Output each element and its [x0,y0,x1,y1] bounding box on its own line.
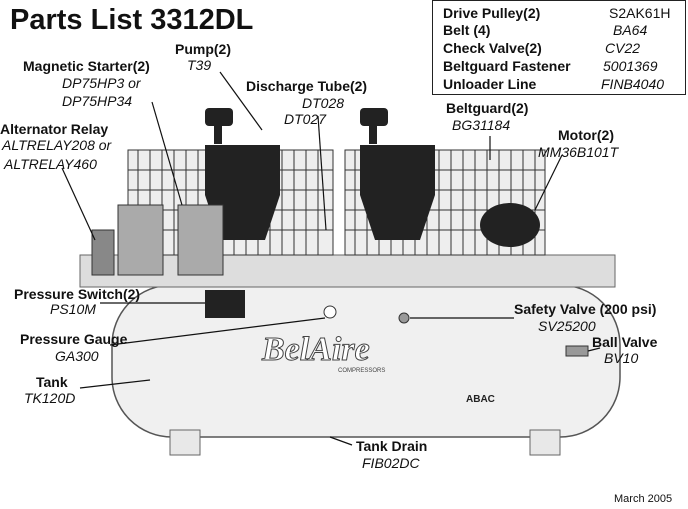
tank-part: TK120D [24,390,76,406]
motor-part: MM36B101T [538,144,619,160]
table-row: Drive Pulley(2) S2AK61H [443,5,670,21]
platform [79,254,616,288]
ball-valve [565,345,589,357]
table-row: Beltguard Fastener 5001369 [443,58,658,74]
magnetic-starters [91,204,224,276]
svg-text:COMPRESSORS: COMPRESSORS [338,368,385,374]
safety-valve-label: Safety Valve (200 psi) [514,301,657,317]
leader-lines [61,71,601,446]
pressure-switch-label: Pressure Switch(2) [14,286,141,302]
table-row: Unloader Line FINB4040 [443,76,664,92]
page-title: Parts List 3312DL [10,4,254,36]
starter-part-1: DP75HP3 or [62,75,141,91]
tank-drain-part: FIB02DC [362,455,420,471]
pressure-switch-part: PS10M [50,301,96,317]
beltguard-part: BG31184 [452,117,511,133]
table-row: Check Valve(2) CV22 [443,40,640,56]
part-number: CV22 [605,40,641,56]
parts-table: Drive Pulley(2) S2AK61H Belt (4) BA64 Chec… [432,0,686,95]
relay-label: Alternator Relay [0,121,109,137]
starter-part-2: DP75HP34 [62,93,133,109]
pump-part: T39 [187,57,212,73]
part-number: S2AK61H [609,5,671,21]
ball-valve-label: Ball Valve [592,334,658,350]
part-number: BA64 [613,22,648,38]
relay-part-1: ALTRELAY208 or [2,137,112,153]
pressure-gauge-label: Pressure Gauge [20,331,128,347]
date: March 2005 [614,493,673,505]
tank [111,284,621,456]
tank-drain-label: Tank Drain [356,438,428,454]
part-name: Drive Pulley(2) [443,5,541,21]
tank-label: Tank [36,374,68,390]
pressure-gauge [323,305,337,319]
part-number: 5001369 [603,58,658,74]
relay-part-2: ALTRELAY460 [4,156,97,172]
part-name: Unloader Line [443,76,537,92]
discharge-part-1: DT028 [302,95,345,111]
abac-logo: ABAC [466,394,495,405]
safety-valve [398,312,410,324]
beltguard-label: Beltguard(2) [446,100,529,116]
pressure-gauge-part: GA300 [55,348,99,364]
part-name: Check Valve(2) [443,40,542,56]
ball-valve-part: BV10 [604,350,639,366]
brand-logo: BelAire [261,331,370,368]
part-number: FINB4040 [601,76,665,92]
pump-label: Pump(2) [175,41,231,57]
starter-label: Magnetic Starter(2) [23,58,150,74]
discharge-label: Discharge Tube(2) [246,78,368,94]
safety-valve-part: SV25200 [538,318,596,334]
discharge-part-2: DT027 [284,111,327,127]
pumps [205,108,540,247]
pressure-switch [205,290,245,318]
part-name: Beltguard Fastener [443,58,571,74]
motor-label: Motor(2) [558,127,614,143]
part-name: Belt (4) [443,22,491,38]
table-row: Belt (4) BA64 [443,22,647,38]
